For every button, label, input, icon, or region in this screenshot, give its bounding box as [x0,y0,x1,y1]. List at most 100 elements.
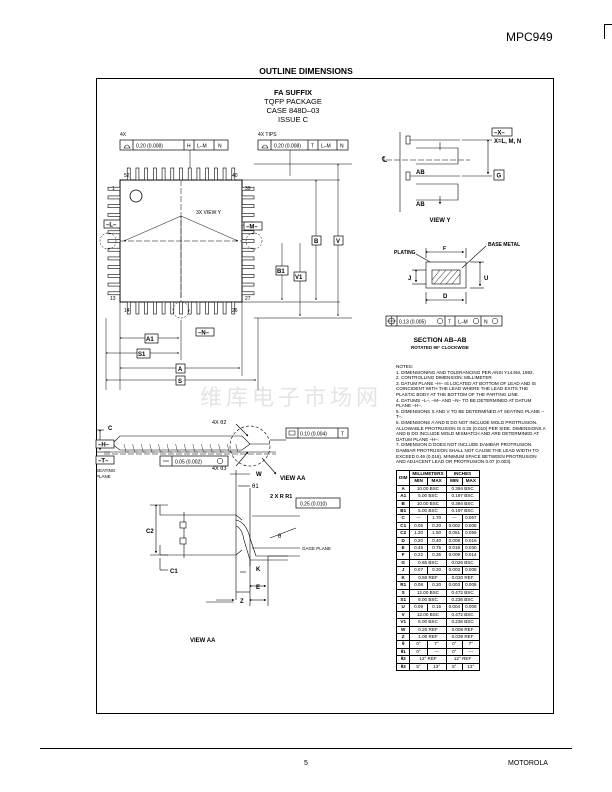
side-fcf: 0.10 (0.004) T [285,427,349,439]
aa-k: K [256,567,261,573]
table-header-max: MAX [426,477,447,486]
lead [153,167,157,181]
notes-heading: NOTES: [396,364,414,369]
table-cell: 13° [462,662,480,671]
svg-text:0.25 (0.010): 0.25 (0.010) [300,502,327,508]
table-cell: 0.05 [409,521,428,531]
table-cell: U [395,603,411,612]
table-cell: 0.014 [462,551,480,560]
table-cell: R1 [395,581,411,590]
lead [107,230,121,235]
table-cell: C [395,514,411,523]
table-header-max: MAX [462,477,480,486]
side-theta3: 4X θ3 [212,466,226,472]
table-cell: 0.004 [445,603,464,612]
datum-n: –N– [198,331,210,337]
table-cell: 0.08 [409,581,428,590]
table-cell: 5.00 BSC [409,492,447,501]
aa-fcf: 0.05 (0.002) [159,455,229,467]
dim-b1: B1 [277,269,285,275]
table-cell: 0.008 [462,581,480,590]
table-cell: θ3 [395,662,411,671]
lead [241,239,255,243]
table-cell: 0.008 [462,521,480,531]
lead [222,301,227,315]
table-cell: 1.00 REF [409,632,447,642]
lead [214,167,218,181]
flatness-icon [288,430,296,436]
table-cell: 0.20 [426,581,447,590]
table-cell: 7° [426,640,447,649]
lead [107,282,121,287]
table-cell: 7° [462,640,480,649]
lead [222,167,227,181]
table-cell: 12.00 BSC [409,610,447,620]
svg-text:0.13 (0.005): 0.13 (0.005) [399,320,426,326]
table-cell: 0° [445,640,464,649]
lead [241,247,255,252]
side-lead [123,443,129,453]
aa-gage-plane: GAGE PLANE [302,546,331,551]
datum-h: –H– [98,443,110,449]
table-cell: 0.394 BSC [445,499,480,509]
table-cell: 0.75 [426,544,447,553]
side-lead [209,443,215,453]
table-header-dim: DIM [395,470,411,486]
view-y [386,132,492,212]
table-cell: 0.026 BSC [445,558,480,568]
table-cell: A [395,484,411,494]
lead [179,301,183,315]
table-cell: 0.65 BSC [409,558,447,568]
table-cell: B [395,499,411,509]
lead [170,167,175,181]
note-item: 2. CONTROLLING DIMENSION: MILLIMETER. [396,375,493,381]
table-cell: 0.020 REF [445,573,480,583]
table-cell: --- [445,514,464,523]
section-title: OUTLINE DIMENSIONS [259,66,353,76]
aa-title: VIEW AA [190,638,216,644]
view-y-g: G [497,174,502,180]
table-cell: C1 [395,521,411,531]
table-cell: 1.70 [426,514,447,523]
crop-mark [604,24,612,39]
side-lead [184,443,190,453]
table-cell: 0° [409,640,428,649]
lead [161,301,166,315]
svg-text:H: H [187,144,191,150]
lead [107,274,121,278]
table-cell: S1 [395,595,411,605]
notes-block: NOTES: 1. DIMENSIONING AND TOLERANCING P… [396,364,546,465]
side-lead [149,443,155,453]
table-cell: θ1 [395,647,411,657]
mmc-icon [491,317,499,325]
dim-a: A [178,367,183,373]
view-y-callout: 3X VIEW Y [196,210,222,216]
lead [107,239,121,243]
table-cell: 0.07 [409,566,428,575]
table-cell: 0.35 [426,551,447,560]
table-cell: G [395,558,411,568]
lead [107,247,121,252]
table-cell: A1 [395,492,411,501]
aa-e: E [256,585,260,591]
table-cell: --- [462,647,480,657]
table-cell: 12° REF [409,655,447,664]
view-y-ab-top: AB [416,170,425,176]
lead [241,291,255,296]
table-cell: 10.00 BSC [409,499,447,509]
table-cell: 0.039 REF [445,632,480,642]
table-cell: 10.00 BSC [409,484,447,494]
table-cell: W [395,625,411,634]
svg-text:T: T [448,320,451,326]
footer-rule [40,748,572,749]
